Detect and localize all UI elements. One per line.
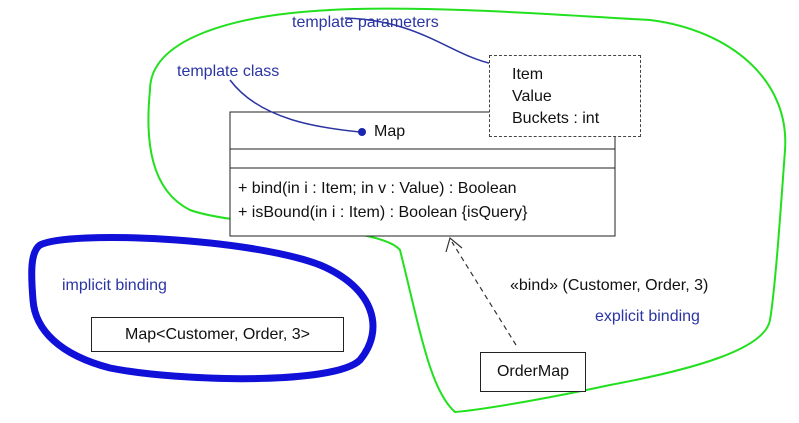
implicit-binding-box: Map<Customer, Order, 3>: [91, 317, 344, 352]
implicit-binding-text: Map<Customer, Order, 3>: [125, 325, 310, 343]
template-class-leader: [229, 79, 361, 133]
template-class-label: template class: [177, 63, 280, 80]
template-params-leader: [344, 17, 494, 65]
bind-arrowhead: [445, 236, 463, 253]
bind-dependency-line: [451, 241, 517, 346]
param-value: Value: [512, 88, 552, 105]
operation-bind: + bind(in i : Item; in v : Value) : Bool…: [238, 180, 517, 197]
operation-isbound: + isBound(in i : Item) : Boolean {isQuer…: [238, 204, 528, 221]
param-buckets: Buckets : int: [512, 110, 600, 127]
template-parameters-label: template parameters: [292, 14, 439, 31]
explicit-binding-label: explicit binding: [595, 308, 700, 325]
bind-stereotype-label: «bind» (Customer, Order, 3): [510, 277, 709, 294]
blue-outline: [28, 234, 377, 383]
map-class-name: Map: [374, 123, 406, 140]
template-parameters-box: Item Value Buckets : int: [489, 55, 641, 137]
ordermap-class-name: OrderMap: [496, 363, 570, 380]
param-item: Item: [512, 66, 544, 83]
implicit-binding-label: implicit binding: [62, 277, 167, 294]
ordermap-class-box: OrderMap: [480, 352, 586, 392]
